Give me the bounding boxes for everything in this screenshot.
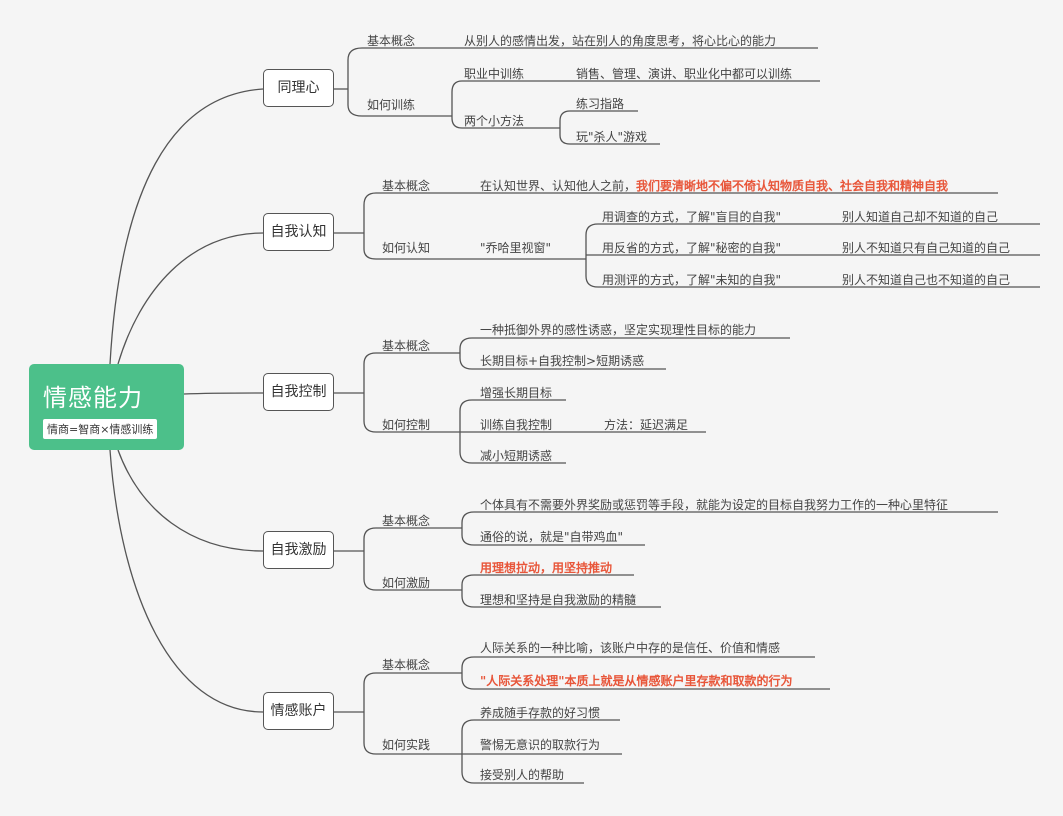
control-method-label[interactable]: 如何控制 — [382, 418, 431, 432]
account-method-withdraw[interactable]: 警惕无意识的取款行为 — [480, 738, 601, 752]
control-concept-definition[interactable]: 一种抵御外界的感性诱惑，坚定实现理性目标的能力 — [480, 323, 757, 337]
johari-secret-meaning[interactable]: 别人不知道只有自己知道的自己 — [842, 241, 1011, 255]
account-concept-definition[interactable]: 人际关系的一种比喻，该账户中存的是信任、价值和情感 — [480, 641, 781, 655]
awareness-concept-emphasis: 我们要清晰地不偏不倚认知物质自我、社会自我和精神自我 — [636, 179, 949, 193]
control-method-note[interactable]: 方法：延迟满足 — [604, 418, 689, 432]
motivation-method-label[interactable]: 如何激励 — [382, 576, 431, 590]
root-title: 情感能力 — [43, 384, 143, 412]
account-concept-emphasis[interactable]: "人际关系处理"本质上就是从情感账户里存款和取款的行为 — [480, 674, 793, 688]
empathy-method-career-detail[interactable]: 销售、管理、演讲、职业化中都可以训练 — [576, 67, 793, 81]
motivation-concept-plain[interactable]: 通俗的说，就是"自带鸡血" — [480, 530, 624, 544]
control-method-reduce[interactable]: 减小短期诱惑 — [480, 449, 553, 463]
branch-self-awareness[interactable]: 自我认知 — [263, 213, 334, 251]
control-concept-label[interactable]: 基本概念 — [382, 339, 431, 353]
motivation-concept-label[interactable]: 基本概念 — [382, 514, 431, 528]
johari-secret-way[interactable]: 用反省的方式，了解"秘密的自我" — [602, 241, 782, 255]
johari-unknown-way[interactable]: 用测评的方式，了解"未知的自我" — [602, 273, 782, 287]
empathy-method-label[interactable]: 如何训练 — [367, 98, 416, 112]
empathy-concept-text[interactable]: 从别人的感情出发，站在别人的角度思考，将心比心的能力 — [464, 34, 777, 48]
motivation-concept-definition[interactable]: 个体具有不需要外界奖励或惩罚等手段，就能为设定的目标自我努力工作的一种心里特征 — [480, 498, 949, 512]
branch-self-control[interactable]: 自我控制 — [263, 373, 334, 411]
awareness-concept-prefix: 在认知世界、认知他人之前， — [480, 179, 637, 193]
account-method-label[interactable]: 如何实践 — [382, 738, 431, 752]
motivation-method-emphasis[interactable]: 用理想拉动，用坚持推动 — [480, 561, 613, 575]
account-concept-label[interactable]: 基本概念 — [382, 658, 431, 672]
motivation-method-essence[interactable]: 理想和坚持是自我激励的精髓 — [480, 593, 637, 607]
johari-window[interactable]: "乔哈里视窗" — [480, 241, 552, 255]
branch-emotional-account[interactable]: 情感账户 — [263, 692, 334, 730]
empathy-method-career[interactable]: 职业中训练 — [464, 67, 525, 81]
control-method-long-term[interactable]: 增强长期目标 — [480, 386, 553, 400]
branch-self-motivation[interactable]: 自我激励 — [263, 531, 334, 569]
johari-blind-way[interactable]: 用调查的方式，了解"盲目的自我" — [602, 210, 782, 224]
control-concept-formula[interactable]: 长期目标+自我控制>短期诱惑 — [480, 354, 645, 368]
control-method-training[interactable]: 训练自我控制 — [480, 418, 553, 432]
awareness-method-label[interactable]: 如何认知 — [382, 241, 431, 255]
empathy-method-two-tips[interactable]: 两个小方法 — [464, 114, 525, 128]
awareness-concept-text[interactable]: 在认知世界、认知他人之前，我们要清晰地不偏不倚认知物质自我、社会自我和精神自我 — [480, 178, 948, 194]
empathy-tip-game[interactable]: 玩"杀人"游戏 — [576, 130, 648, 144]
account-method-deposit[interactable]: 养成随手存款的好习惯 — [480, 706, 601, 720]
johari-blind-meaning[interactable]: 别人知道自己却不知道的自己 — [842, 210, 999, 224]
johari-unknown-meaning[interactable]: 别人不知道自己也不知道的自己 — [842, 273, 1011, 287]
empathy-concept-label[interactable]: 基本概念 — [367, 34, 416, 48]
root-subtitle: 情商=智商×情感训练 — [43, 419, 158, 439]
awareness-concept-label[interactable]: 基本概念 — [382, 179, 431, 193]
branch-empathy[interactable]: 同理心 — [263, 69, 334, 107]
account-method-accept-help[interactable]: 接受别人的帮助 — [480, 768, 565, 782]
root-node[interactable]: 情感能力 情商=智商×情感训练 — [29, 364, 184, 450]
empathy-tip-directions[interactable]: 练习指路 — [576, 97, 625, 111]
